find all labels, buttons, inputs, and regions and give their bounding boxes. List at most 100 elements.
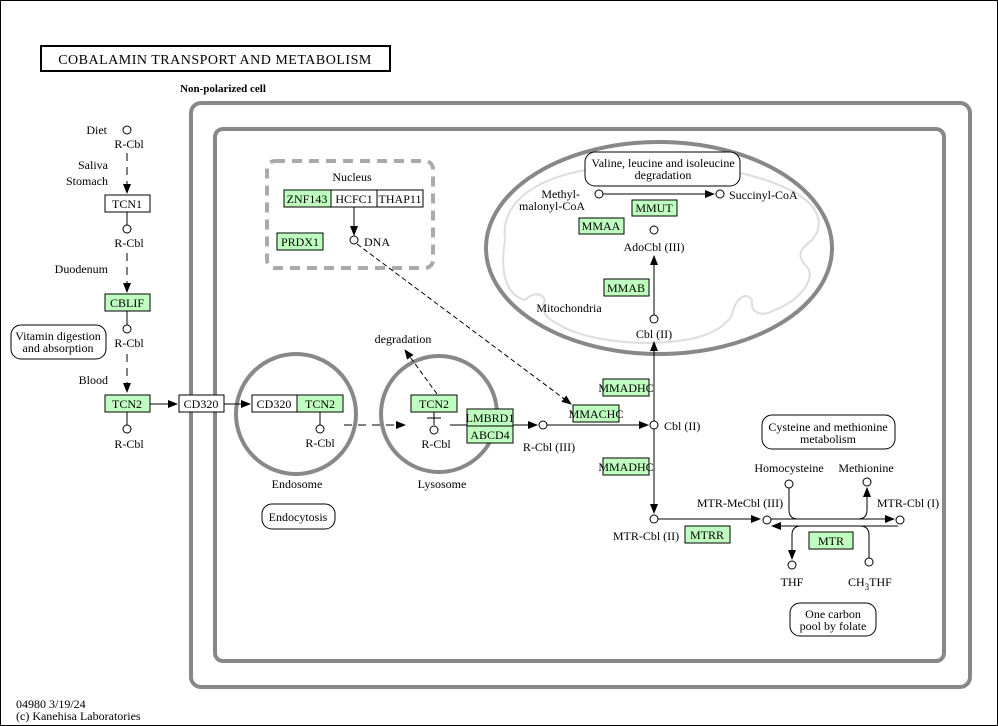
mitochondria-boundary — [484, 140, 834, 356]
map-vitamin-digestion[interactable] — [10, 324, 107, 360]
compound-rcbl-cblif[interactable] — [122, 324, 132, 334]
map-valine-label: Valine, leucine and isoleucine — [591, 156, 734, 170]
compound-dna[interactable] — [349, 235, 359, 245]
compound-cbl2-cytosol[interactable] — [649, 420, 659, 430]
compound-cbl2-mito[interactable] — [649, 314, 659, 324]
endosome-label: Endosome — [272, 477, 323, 491]
gene-abcd4[interactable] — [466, 425, 514, 444]
rcbl-label: R-Cbl — [305, 436, 335, 450]
rcbl3-label: R-Cbl (III) — [523, 440, 575, 454]
map-one-carbon-pool[interactable] — [789, 602, 877, 637]
mtrmecbl3-label: MTR-MeCbl (III) — [697, 496, 783, 510]
blood-label: Blood — [79, 373, 108, 387]
map-cysteine-label: metabolism — [800, 432, 857, 446]
compound-methylmalonyl-coa[interactable] — [594, 189, 604, 199]
gene-tcn1-label: TCN1 — [112, 197, 142, 211]
map-vitamin-digestion-label: and absorption — [23, 341, 94, 355]
map-vitamin-digestion-label: Vitamin digestion — [15, 329, 101, 343]
map-cysteine-methionine[interactable] — [761, 414, 896, 450]
ch3thf-label: CH3THF — [848, 575, 892, 592]
gene-mmachc[interactable] — [572, 404, 620, 423]
gene-mmadhc-upper[interactable] — [602, 378, 650, 397]
compound-ch3thf[interactable] — [864, 557, 874, 567]
rcbl-label: R-Cbl — [114, 437, 144, 451]
cbl2-label: Cbl (II) — [664, 419, 700, 433]
map-endocytosis[interactable] — [261, 503, 336, 530]
footer-id-date: 04980 3/19/24 — [16, 697, 86, 711]
endosome-boundary — [234, 352, 358, 476]
arrow-dna-mmachc — [356, 243, 572, 405]
compound-thf[interactable] — [787, 560, 797, 570]
gene-prdx1-label: PRDX1 — [281, 235, 319, 249]
compound-rcbl-blood[interactable] — [122, 424, 132, 434]
compound-rcbl-diet[interactable] — [122, 125, 132, 135]
gene-mmadhc-lower[interactable] — [602, 457, 650, 476]
gene-lmbrd1-label: LMBRD1 — [466, 411, 515, 425]
diet-label: Diet — [86, 123, 107, 137]
gene-thap11-label: THAP11 — [379, 192, 422, 206]
cell-label: Non-polarized cell — [180, 83, 266, 95]
gene-mmaa-label: MMAA — [582, 219, 621, 233]
dna-label: DNA — [364, 235, 390, 249]
compound-mtr-cbl1[interactable] — [895, 515, 905, 525]
compound-adocbl3[interactable] — [649, 225, 659, 235]
compound-rcbl-endosome[interactable] — [315, 424, 325, 434]
gene-mtrr-label: MTRR — [690, 528, 724, 542]
homocysteine-label: Homocysteine — [754, 461, 823, 475]
compound-mtr-cbl2[interactable] — [649, 514, 659, 524]
gene-tcn2-label: TCN2 — [112, 397, 142, 411]
gene-mtrr[interactable] — [684, 525, 731, 544]
lysosome-label: Lysosome — [418, 477, 467, 491]
compound-methionine[interactable] — [862, 477, 872, 487]
gene-mtr-label: MTR — [818, 534, 844, 548]
rcbl-label: R-Cbl — [114, 137, 144, 151]
compound-succinyl-coa[interactable] — [715, 189, 725, 199]
pathway-title: COBALAMIN TRANSPORT AND METABOLISM — [58, 53, 372, 68]
compound-rcbl-lysosome[interactable] — [429, 425, 439, 435]
thf-label: THF — [781, 575, 804, 589]
map-valine-leucine[interactable] — [584, 151, 741, 187]
gene-mmachc-label: MMACHC — [569, 407, 624, 421]
gene-znf143-label: ZNF143 — [287, 192, 328, 206]
gene-mmut[interactable] — [631, 199, 678, 217]
gene-tcn2-label: TCN2 — [419, 397, 449, 411]
compound-mtr-mecbl3[interactable] — [762, 515, 772, 525]
gene-mmaa[interactable] — [578, 217, 625, 235]
gene-thap11[interactable] — [376, 189, 424, 208]
compound-rcbl3[interactable] — [538, 420, 548, 430]
map-endocytosis-label: Endocytosis — [269, 510, 328, 524]
gene-mmadhc-label: MMADHC — [598, 381, 653, 395]
methionine-label: Methionine — [838, 461, 893, 475]
gene-tcn2-label: TCN2 — [305, 397, 335, 411]
methylmalonyl-label: malonyl-CoA — [519, 199, 585, 213]
methylmalonyl-label: Methyl- — [541, 187, 580, 201]
gene-mtr[interactable] — [808, 531, 854, 550]
saliva-label: Saliva — [78, 158, 109, 172]
rcbl-label: R-Cbl — [114, 336, 144, 350]
gene-mmadhc-label: MMADHC — [598, 460, 653, 474]
duodenum-label: Duodenum — [55, 262, 109, 276]
gene-abcd4-label: ABCD4 — [470, 428, 509, 442]
stomach-label: Stomach — [66, 174, 108, 188]
adocbl3-label: AdoCbl (III) — [624, 240, 685, 254]
degradation-label: degradation — [375, 332, 432, 346]
gene-prdx1[interactable] — [276, 232, 324, 251]
gene-cd320-label: CD320 — [184, 397, 219, 411]
map-cysteine-label: Cysteine and methionine — [768, 420, 887, 434]
compound-homocysteine[interactable] — [784, 479, 794, 489]
gene-cblif-label: CBLIF — [110, 296, 144, 310]
map-valine-label: degradation — [635, 168, 692, 182]
nucleus-label: Nucleus — [332, 170, 372, 184]
mitochondria-label: Mitochondria — [536, 301, 602, 315]
gene-hcfc1-label: HCFC1 — [335, 192, 372, 206]
map-onecarbon-label: pool by folate — [800, 619, 867, 633]
rcbl-label: R-Cbl — [114, 236, 144, 250]
arrow-degradation — [404, 349, 438, 395]
gene-mmab-label: MMAB — [607, 281, 645, 295]
footer-copyright: (c) Kanehisa Laboratories — [16, 709, 141, 723]
rcbl-label: R-Cbl — [421, 437, 451, 451]
gene-mmab[interactable] — [603, 278, 650, 297]
gene-mmut-label: MMUT — [635, 201, 673, 215]
compound-rcbl-tcn1[interactable] — [122, 224, 132, 234]
